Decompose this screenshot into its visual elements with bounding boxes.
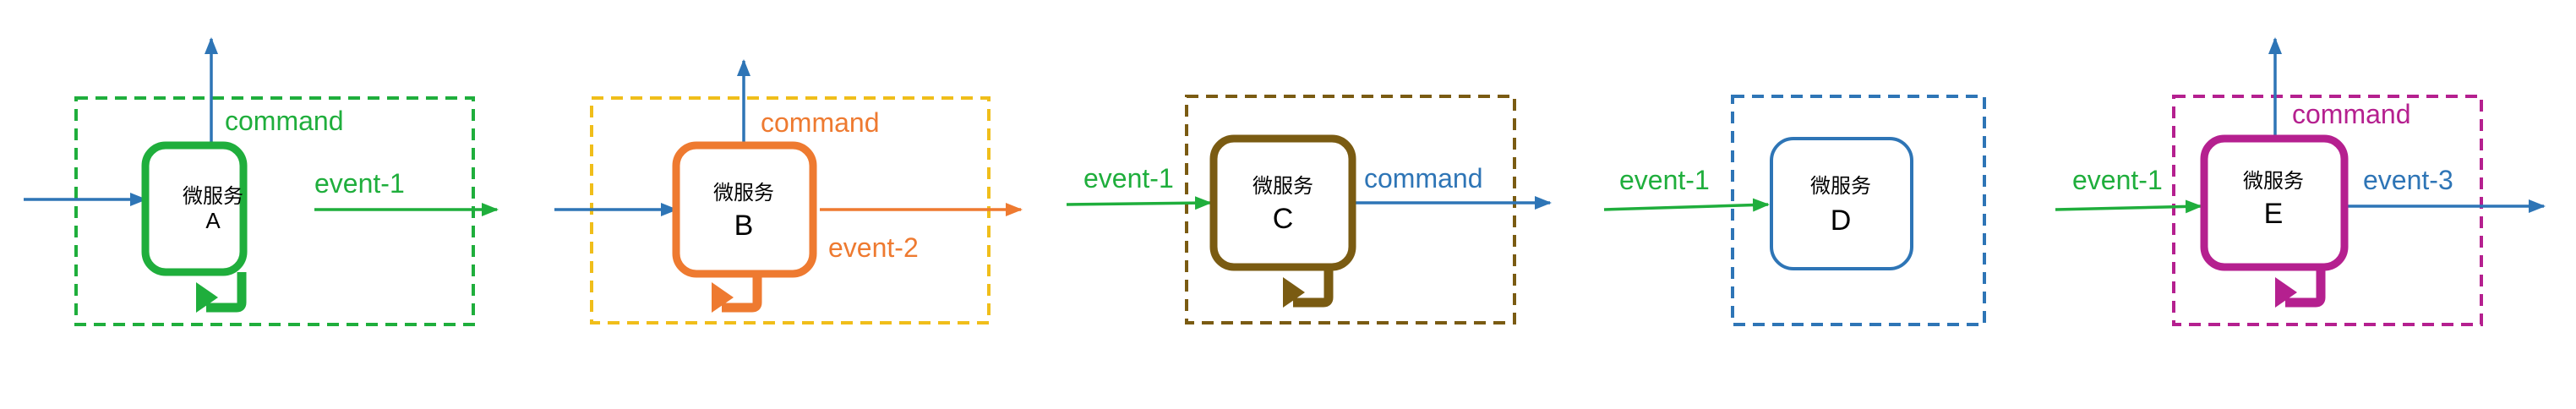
self-loop-head-c xyxy=(1283,277,1305,308)
command-label-a: command xyxy=(225,106,344,136)
service-box-b xyxy=(672,141,817,278)
event-label-e-out: event-3 xyxy=(2363,165,2453,195)
self-loop-head-b xyxy=(712,282,734,313)
self-loop-arrow-icon xyxy=(1293,267,1334,308)
service-box-a xyxy=(141,141,248,276)
service-letter-a: A xyxy=(205,208,221,233)
command-label-e: command xyxy=(2292,99,2411,129)
boundary-a xyxy=(74,96,475,326)
boundary-e xyxy=(2172,95,2483,326)
event-label-e-in: event-1 xyxy=(2072,165,2163,195)
service-letter-b: B xyxy=(734,210,754,242)
service-letter-e: E xyxy=(2264,198,2284,230)
service-title-a: 微服务 xyxy=(183,184,243,208)
service-group-c: 微服务 C event-1 command xyxy=(1066,95,1552,324)
service-box-c xyxy=(1209,134,1356,271)
event-label-d: event-1 xyxy=(1619,165,1710,195)
service-group-d: 微服务 D event-1 xyxy=(1603,95,1986,326)
service-group-a: 微服务 A command event-1 xyxy=(24,37,499,326)
service-title-e: 微服务 xyxy=(2243,169,2304,193)
boundary-c xyxy=(1185,95,1516,324)
event-label-c: event-1 xyxy=(1083,163,1174,194)
command-label-b: command xyxy=(761,107,880,138)
service-title-c: 微服务 xyxy=(1253,174,1313,198)
service-box-e xyxy=(2200,134,2349,271)
service-title-d: 微服务 xyxy=(1810,174,1871,198)
inbound-arrow-d xyxy=(1603,198,1770,212)
service-letter-d: D xyxy=(1831,204,1852,237)
self-loop-arrow-icon xyxy=(722,274,762,313)
boundary-d xyxy=(1731,95,1986,326)
service-group-e: 微服务 E event-1 command event-3 xyxy=(2055,37,2546,326)
event-label-a: event-1 xyxy=(314,168,405,199)
event-label-b: event-2 xyxy=(828,232,919,263)
service-letter-c: C xyxy=(1273,203,1294,235)
service-box-d xyxy=(1770,137,1913,270)
self-loop-arrow-icon xyxy=(206,272,247,313)
inbound-arrow-e xyxy=(2055,199,2202,214)
service-group-b: 微服务 B command event-2 xyxy=(554,59,1023,324)
self-loop-arrow-icon xyxy=(2285,267,2326,308)
inbound-arrow-c xyxy=(1066,196,1212,210)
self-loop-head-e xyxy=(2275,277,2297,308)
self-loop-head-a xyxy=(196,282,218,313)
service-title-b: 微服务 xyxy=(713,181,774,204)
command-label-c: command xyxy=(1364,163,1483,194)
